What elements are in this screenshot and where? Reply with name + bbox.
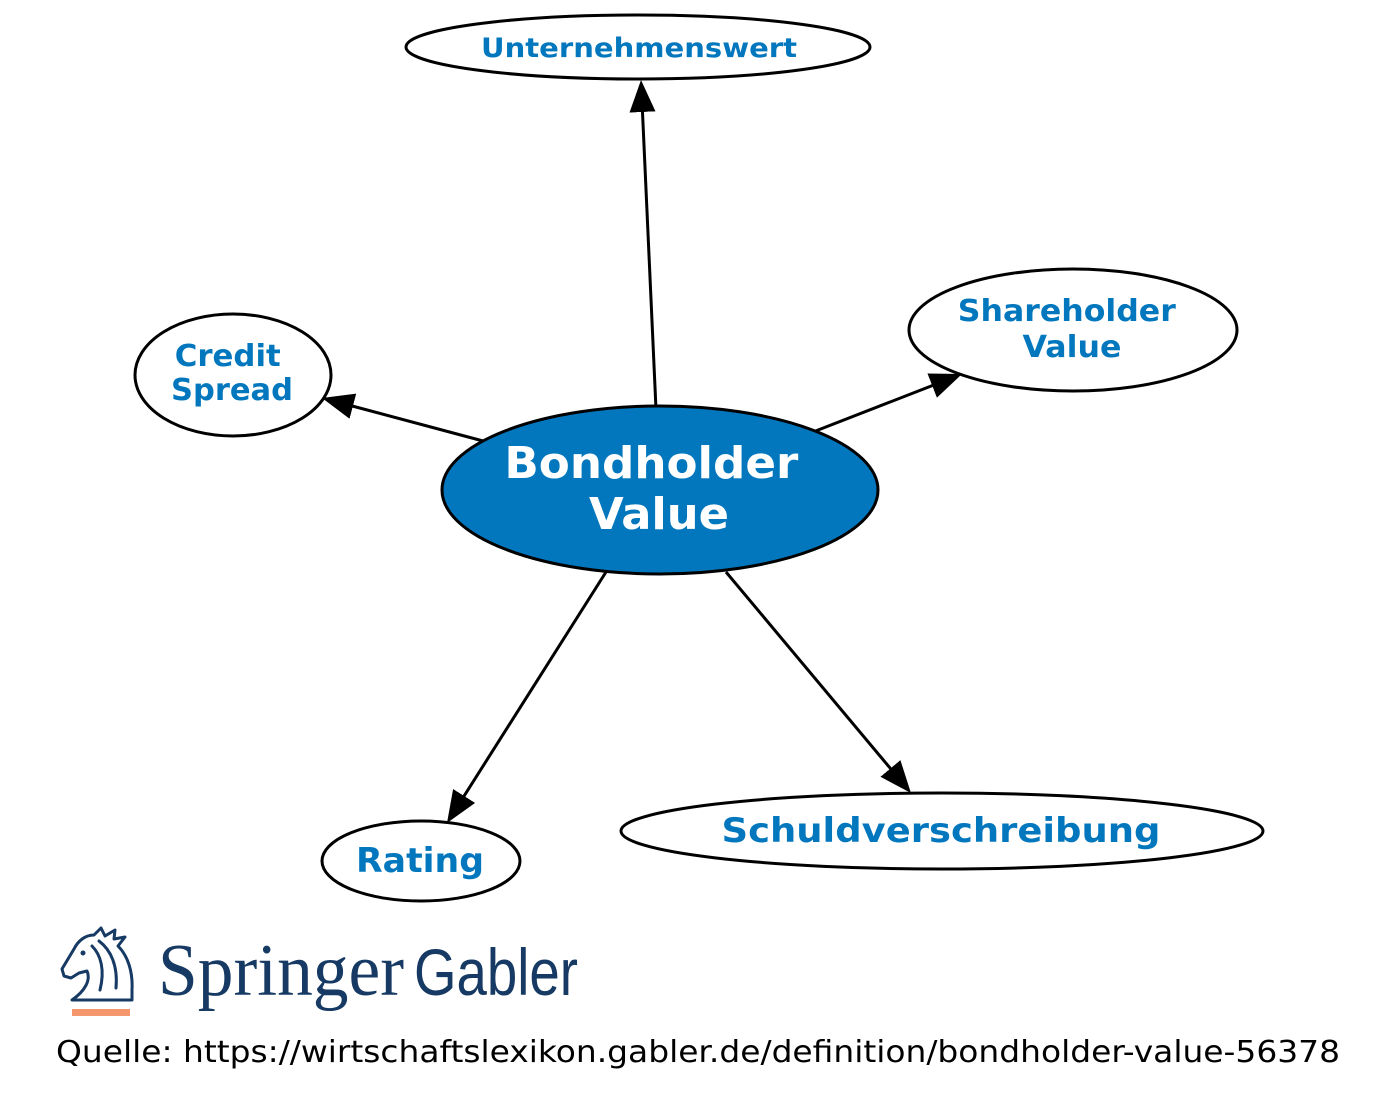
node-ellipse [133, 312, 333, 438]
knight-mane-line [97, 939, 118, 990]
central-node-label: Bondholder Value [504, 438, 813, 540]
logo-accent-bar [72, 1009, 130, 1016]
arrow-to-credit-spread [322, 393, 486, 443]
knight-mane-line [90, 944, 104, 992]
node-ellipse [404, 13, 872, 81]
node-credit-spread: Credit Spread [133, 312, 333, 438]
node-label: Credit Spread [171, 339, 293, 408]
central-node-label-line: Bondholder [504, 438, 798, 489]
node-ellipse [907, 267, 1239, 393]
node-label-line: Credit [175, 339, 281, 374]
arrow-to-unternehmenswert [629, 80, 658, 410]
node-label-line: Rating [356, 841, 484, 881]
springer-gabler-logo: Springer Gabler [60, 926, 578, 1016]
node-ellipse [619, 791, 1265, 871]
node-rating: Rating [320, 819, 522, 903]
node-shareholder-value: Shareholder Value [907, 267, 1239, 393]
edges [322, 80, 962, 823]
node-label: Unternehmenswert [481, 33, 797, 64]
arrow-to-rating [446, 571, 608, 823]
central-node-label-line: Value [589, 489, 729, 540]
node-label: Shareholder Value [958, 294, 1186, 365]
central-node-ellipse [440, 404, 880, 576]
logo-brand-text: Springer [158, 930, 404, 1012]
arrow-to-schuldverschreibung [724, 571, 911, 794]
node-ellipse [320, 819, 522, 903]
node-label-line: Value [1023, 330, 1122, 365]
source-citation: Quelle: https://wirtschaftslexikon.gable… [56, 1035, 1340, 1070]
node-label: Schuldverschreibung [722, 811, 1161, 851]
node-unternehmenswert: Unternehmenswert [404, 13, 872, 81]
node-label: Rating [356, 841, 484, 881]
node-label-line: Shareholder [958, 294, 1176, 329]
node-label-line: Unternehmenswert [481, 33, 797, 64]
node-label-line: Schuldverschreibung [722, 811, 1161, 851]
knight-eye [80, 950, 86, 956]
knight-outline [60, 926, 134, 1002]
node-schuldverschreibung: Schuldverschreibung [619, 791, 1265, 871]
node-label-line: Spread [171, 373, 293, 408]
springer-knight-icon [60, 926, 134, 1002]
node-bondholder-value: Bondholder Value [440, 404, 880, 576]
arrow-to-shareholder-value [812, 373, 962, 434]
logo-imprint-text: Gabler [414, 935, 578, 1009]
